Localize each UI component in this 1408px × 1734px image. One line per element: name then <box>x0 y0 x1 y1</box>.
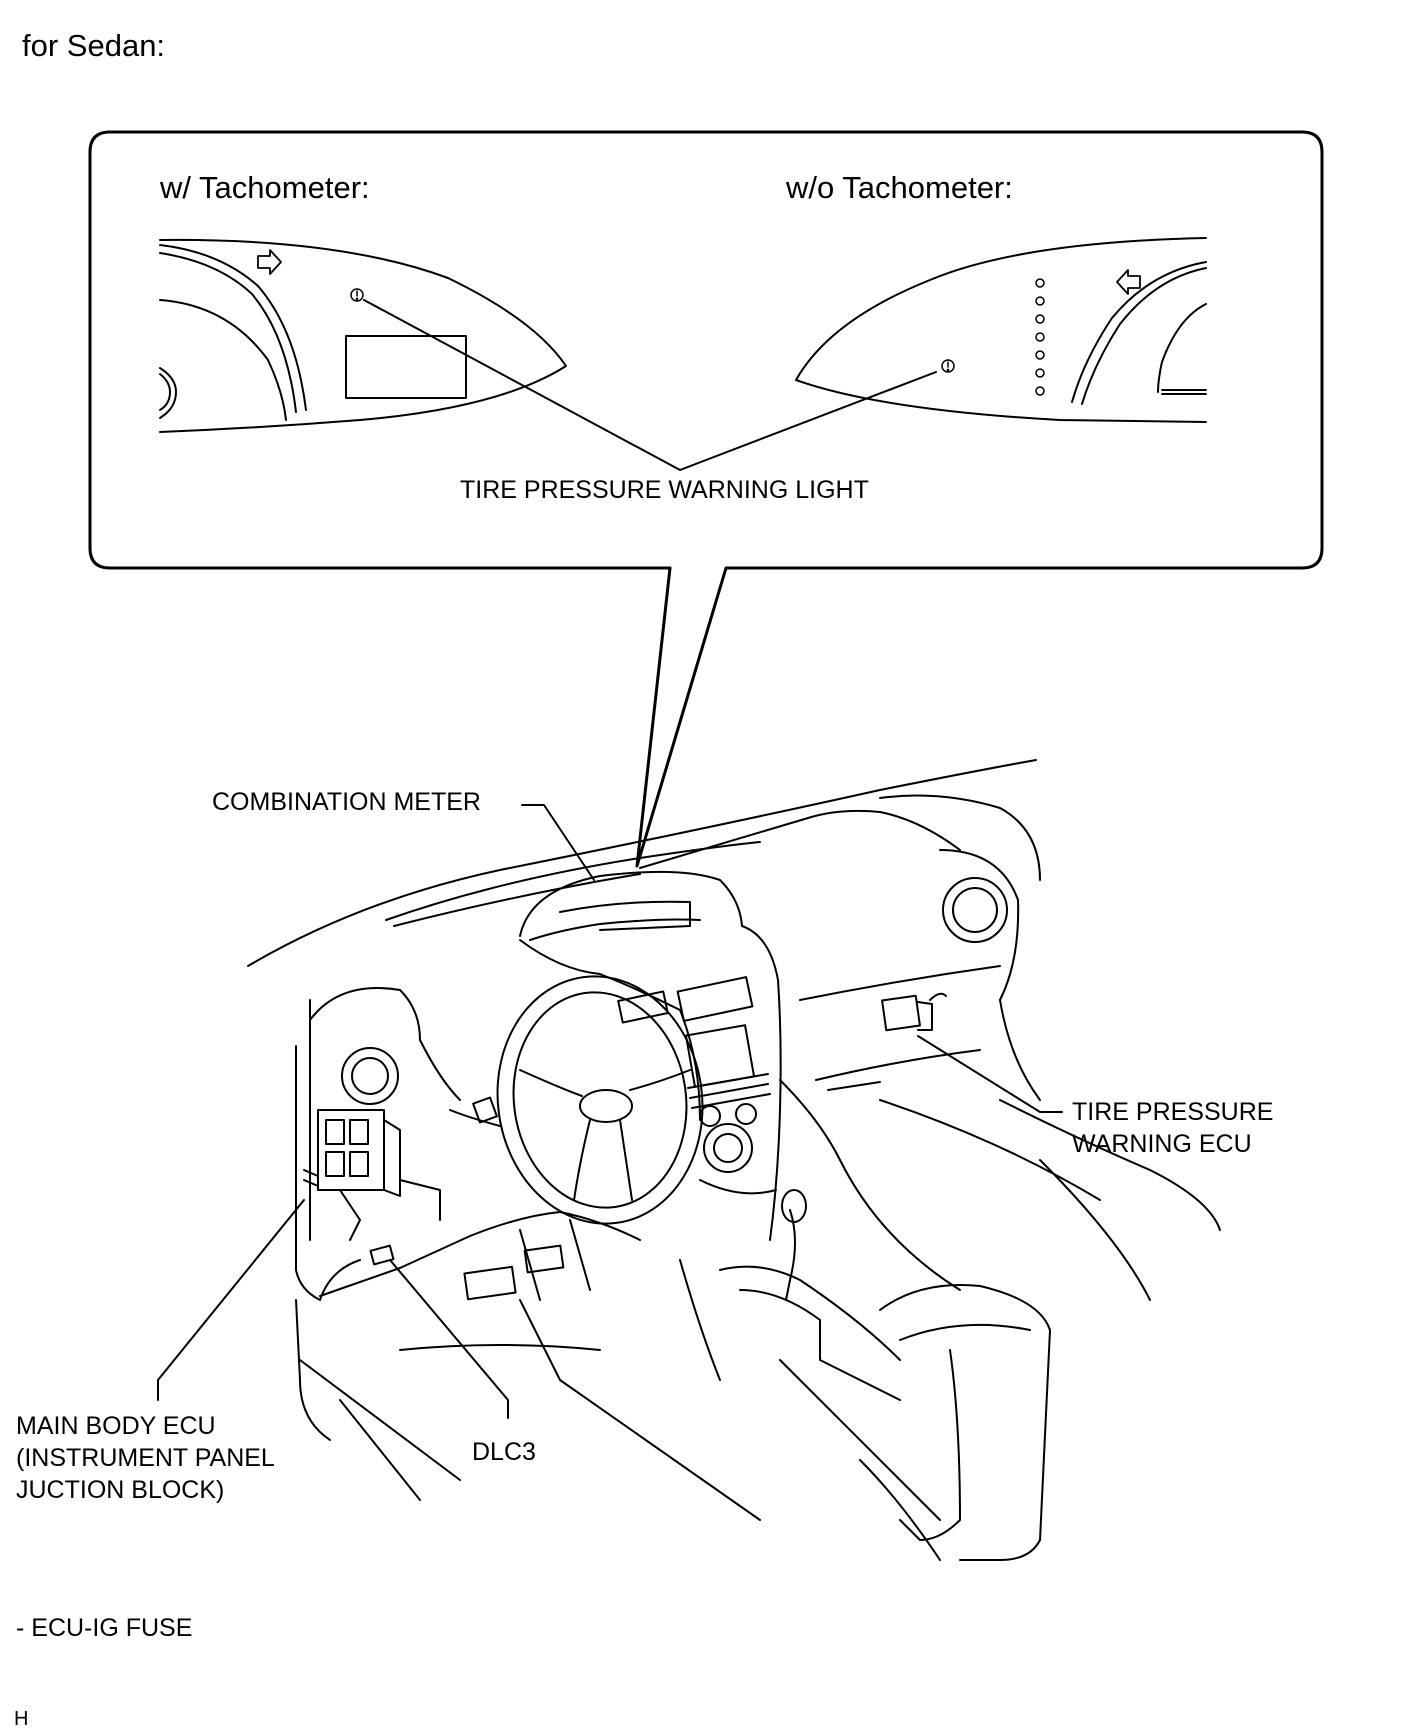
fuse-note: - ECU-IG FUSE <box>16 1614 193 1642</box>
main-body-ecu-leader <box>157 1199 305 1401</box>
turn-left-arrow-icon <box>1116 269 1141 295</box>
junction-block <box>303 1109 401 1241</box>
inset-right-title: w/o Tachometer: <box>786 170 1013 205</box>
warning-light-label: TIRE PRESSURE WARNING LIGHT <box>460 476 869 504</box>
inset-callout-box <box>88 130 1324 868</box>
tire-pressure-ecu-label-line1: TIRE PRESSURE <box>1072 1098 1274 1126</box>
tire-pressure-ecu-leader <box>917 1035 1063 1113</box>
lcd-display <box>345 335 467 399</box>
combination-meter-label: COMBINATION METER <box>212 788 481 816</box>
main-body-ecu-label-line2: (INSTRUMENT PANEL <box>16 1444 275 1472</box>
tpms-warning-icon-right <box>941 359 955 373</box>
inset-left-title: w/ Tachometer: <box>160 170 370 205</box>
warning-light-leader <box>363 299 937 471</box>
dlc3-label: DLC3 <box>472 1438 536 1466</box>
dashboard-illustration <box>247 759 1221 1561</box>
tire-pressure-ecu-label-line2: WARNING ECU <box>1072 1130 1252 1158</box>
tire-pressure-ecu-module <box>881 992 947 1032</box>
cluster-with-tachometer <box>159 238 567 433</box>
dlc3-connector <box>369 1244 395 1266</box>
tpms-warning-icon-left <box>350 288 364 302</box>
main-body-ecu-label-line1: MAIN BODY ECU <box>16 1412 216 1440</box>
main-body-ecu-label-line3: JUCTION BLOCK) <box>16 1476 225 1504</box>
fuel-gauge-dots <box>1035 278 1045 396</box>
dlc3-leader <box>389 1259 509 1419</box>
cluster-without-tachometer <box>795 237 1207 423</box>
combination-meter-leader <box>521 804 595 881</box>
footer-code: H <box>14 1708 29 1730</box>
turn-right-arrow-icon <box>257 249 282 275</box>
page-heading: for Sedan: <box>22 28 166 63</box>
